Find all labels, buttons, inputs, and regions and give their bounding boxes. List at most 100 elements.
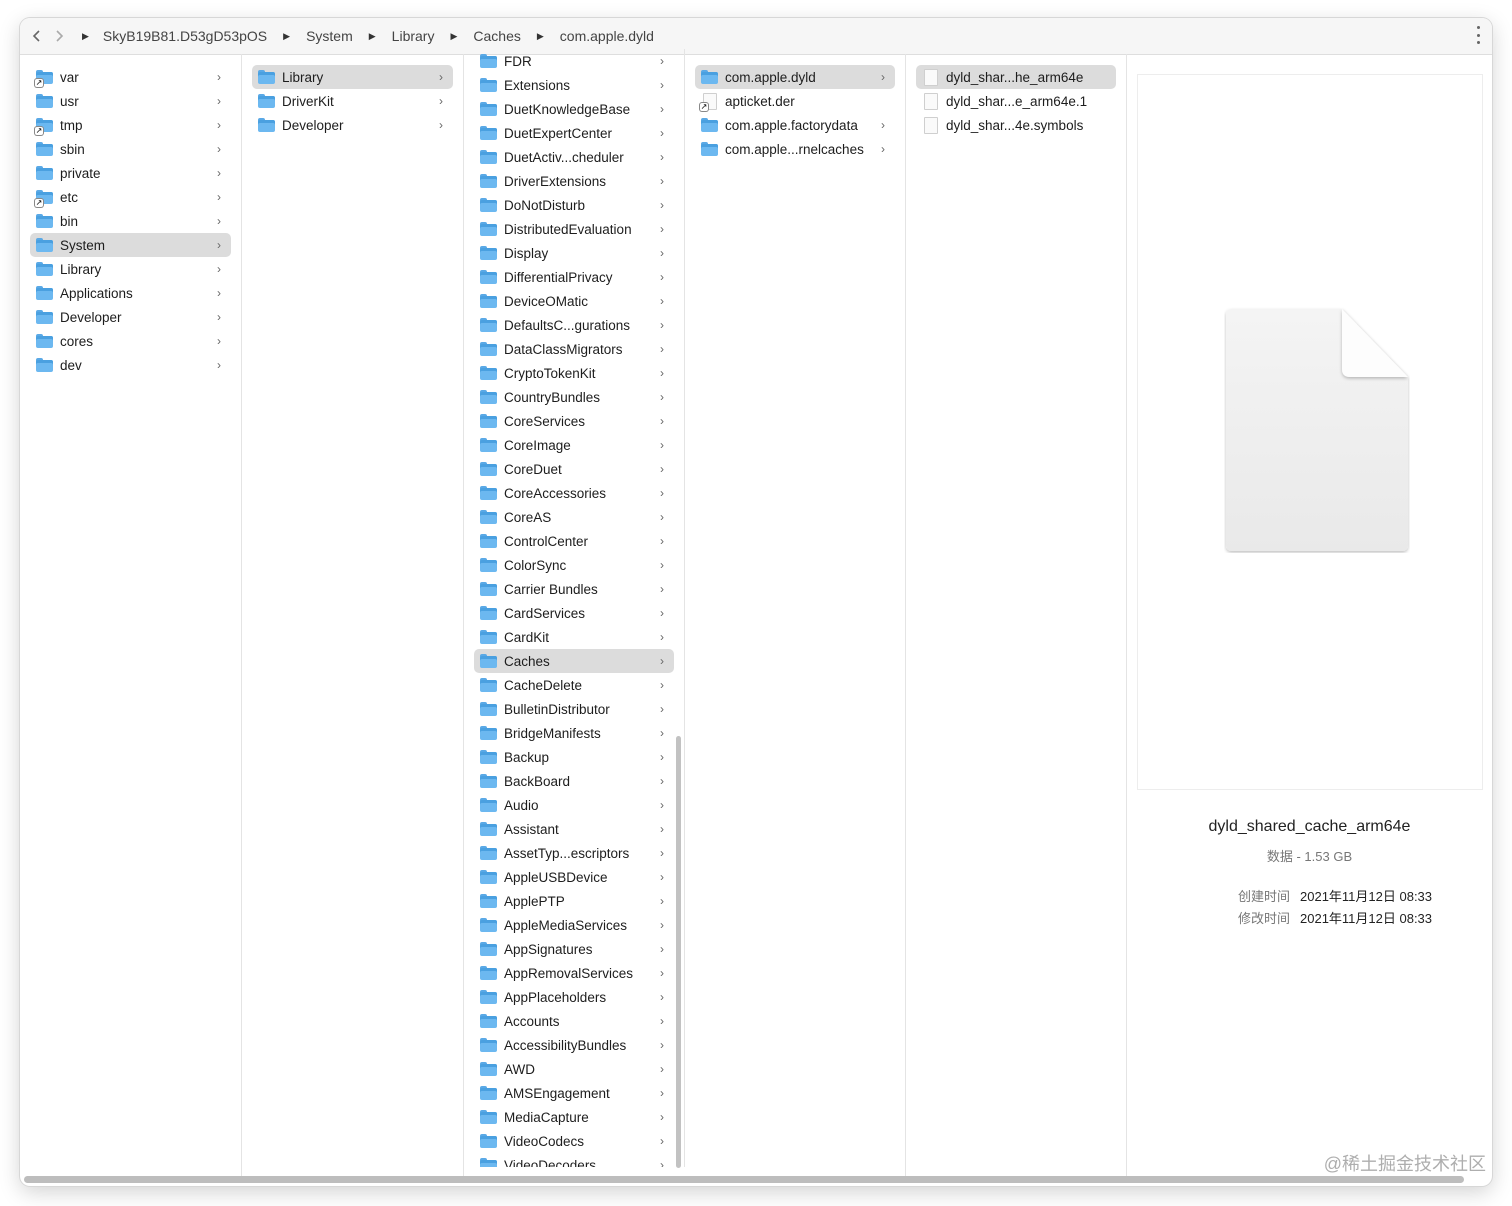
list-item[interactable]: MediaCapture›	[474, 1105, 674, 1129]
list-item-label: CryptoTokenKit	[504, 365, 596, 381]
list-item[interactable]: Developer›	[252, 113, 453, 137]
folder-icon	[480, 1060, 498, 1078]
list-item[interactable]: CoreServices›	[474, 409, 674, 433]
list-item[interactable]: ↗var›	[30, 65, 231, 89]
folder-icon	[480, 412, 498, 430]
list-item[interactable]: DifferentialPrivacy›	[474, 265, 674, 289]
list-item[interactable]: CardKit›	[474, 625, 674, 649]
list-item[interactable]: usr›	[30, 89, 231, 113]
list-item[interactable]: Assistant›	[474, 817, 674, 841]
folder-icon	[480, 1036, 498, 1054]
list-item[interactable]: DataClassMigrators›	[474, 337, 674, 361]
list-item[interactable]: Library›	[252, 65, 453, 89]
list-item[interactable]: AppPlaceholders›	[474, 985, 674, 1009]
list-item-label: DuetActiv...cheduler	[504, 149, 624, 165]
list-item[interactable]: DriverKit›	[252, 89, 453, 113]
list-item[interactable]: AMSEngagement›	[474, 1081, 674, 1105]
folder-icon	[480, 244, 498, 262]
list-item[interactable]: sbin›	[30, 137, 231, 161]
list-item[interactable]: DefaultsC...gurations›	[474, 313, 674, 337]
list-item[interactable]: dyld_shar...4e.symbols	[916, 113, 1116, 137]
list-item[interactable]: AppleMediaServices›	[474, 913, 674, 937]
list-item[interactable]: ↗tmp›	[30, 113, 231, 137]
list-item[interactable]: AWD›	[474, 1057, 674, 1081]
list-item[interactable]: DistributedEvaluation›	[474, 217, 674, 241]
list-item[interactable]: dyld_shar...e_arm64e.1	[916, 89, 1116, 113]
list-item[interactable]: cores›	[30, 329, 231, 353]
list-item[interactable]: DeviceOMatic›	[474, 289, 674, 313]
list-item[interactable]: ↗etc›	[30, 185, 231, 209]
list-item[interactable]: CoreImage›	[474, 433, 674, 457]
list-item[interactable]: VideoCodecs›	[474, 1129, 674, 1153]
list-item[interactable]: dev›	[30, 353, 231, 377]
chevron-right-icon: ›	[217, 238, 221, 252]
list-item[interactable]: ColorSync›	[474, 553, 674, 577]
list-item[interactable]: dyld_shar...he_arm64e	[916, 65, 1116, 89]
list-item[interactable]: Audio›	[474, 793, 674, 817]
list-item[interactable]: AppleUSBDevice›	[474, 865, 674, 889]
chevron-right-icon: ›	[660, 366, 664, 380]
list-item[interactable]: CacheDelete›	[474, 673, 674, 697]
list-item[interactable]: ↗apticket.der	[695, 89, 895, 113]
list-item[interactable]: Carrier Bundles›	[474, 577, 674, 601]
list-item-label: AWD	[504, 1061, 535, 1077]
list-item[interactable]: Applications›	[30, 281, 231, 305]
list-item[interactable]: DuetActiv...cheduler›	[474, 145, 674, 169]
list-item[interactable]: CoreDuet›	[474, 457, 674, 481]
chevron-right-icon: ›	[660, 630, 664, 644]
forward-button[interactable]	[48, 25, 70, 47]
list-item[interactable]: VideoDecoders›	[474, 1153, 674, 1167]
horizontal-scrollbar[interactable]	[24, 1176, 1464, 1183]
folder-icon	[480, 484, 498, 502]
list-item[interactable]: ApplePTP›	[474, 889, 674, 913]
breadcrumb-item[interactable]: Library	[391, 28, 435, 44]
list-item[interactable]: CoreAS›	[474, 505, 674, 529]
list-item[interactable]: AccessibilityBundles›	[474, 1033, 674, 1057]
list-item[interactable]: com.apple.dyld›	[695, 65, 895, 89]
list-item[interactable]: Accounts›	[474, 1009, 674, 1033]
chevron-right-icon: ›	[660, 870, 664, 884]
folder-icon	[480, 436, 498, 454]
list-item[interactable]: Caches›	[474, 649, 674, 673]
folder-icon	[36, 236, 54, 254]
more-options-button[interactable]	[1476, 26, 1480, 44]
folder-icon	[480, 268, 498, 286]
created-value: 2021年11月12日 08:33	[1300, 888, 1433, 904]
list-item[interactable]: CoreAccessories›	[474, 481, 674, 505]
breadcrumb-item[interactable]: Caches	[473, 28, 521, 44]
breadcrumb-item[interactable]: SkyB19B81.D53gD53pOS	[102, 28, 268, 44]
list-item[interactable]: com.apple.factorydata›	[695, 113, 895, 137]
list-item[interactable]: AppRemovalServices›	[474, 961, 674, 985]
breadcrumb-item[interactable]: com.apple.dyld	[559, 28, 654, 44]
list-item[interactable]: DoNotDisturb›	[474, 193, 674, 217]
list-item[interactable]: Library›	[30, 257, 231, 281]
list-item[interactable]: Developer›	[30, 305, 231, 329]
list-item[interactable]: AppSignatures›	[474, 937, 674, 961]
list-item[interactable]: Extensions›	[474, 73, 674, 97]
list-item-label: AssetTyp...escriptors	[504, 845, 630, 861]
list-item[interactable]: com.apple...rnelcaches›	[695, 137, 895, 161]
list-item[interactable]: CryptoTokenKit ›	[474, 361, 674, 385]
list-item[interactable]: CountryBundles›	[474, 385, 674, 409]
list-item[interactable]: Backup›	[474, 745, 674, 769]
back-button[interactable]	[26, 25, 48, 47]
list-item-label: VideoDecoders	[504, 1157, 597, 1168]
vertical-scrollbar[interactable]	[676, 736, 681, 1168]
list-item[interactable]: CardServices›	[474, 601, 674, 625]
chevron-right-icon: ›	[660, 942, 664, 956]
breadcrumb-item[interactable]: System	[306, 28, 353, 44]
list-item[interactable]: DuetKnowledgeBase›	[474, 97, 674, 121]
list-item[interactable]: DriverExtensions›	[474, 169, 674, 193]
list-item[interactable]: BackBoard›	[474, 769, 674, 793]
list-item[interactable]: BridgeManifests›	[474, 721, 674, 745]
list-item[interactable]: BulletinDistributor›	[474, 697, 674, 721]
list-item[interactable]: Display›	[474, 241, 674, 265]
list-item-label: Extensions	[504, 77, 571, 93]
list-item[interactable]: DuetExpertCenter›	[474, 121, 674, 145]
list-item[interactable]: bin›	[30, 209, 231, 233]
list-item[interactable]: AssetTyp...escriptors›	[474, 841, 674, 865]
list-item[interactable]: FDR›	[474, 49, 674, 73]
list-item[interactable]: private›	[30, 161, 231, 185]
list-item[interactable]: ControlCenter›	[474, 529, 674, 553]
list-item[interactable]: System›	[30, 233, 231, 257]
